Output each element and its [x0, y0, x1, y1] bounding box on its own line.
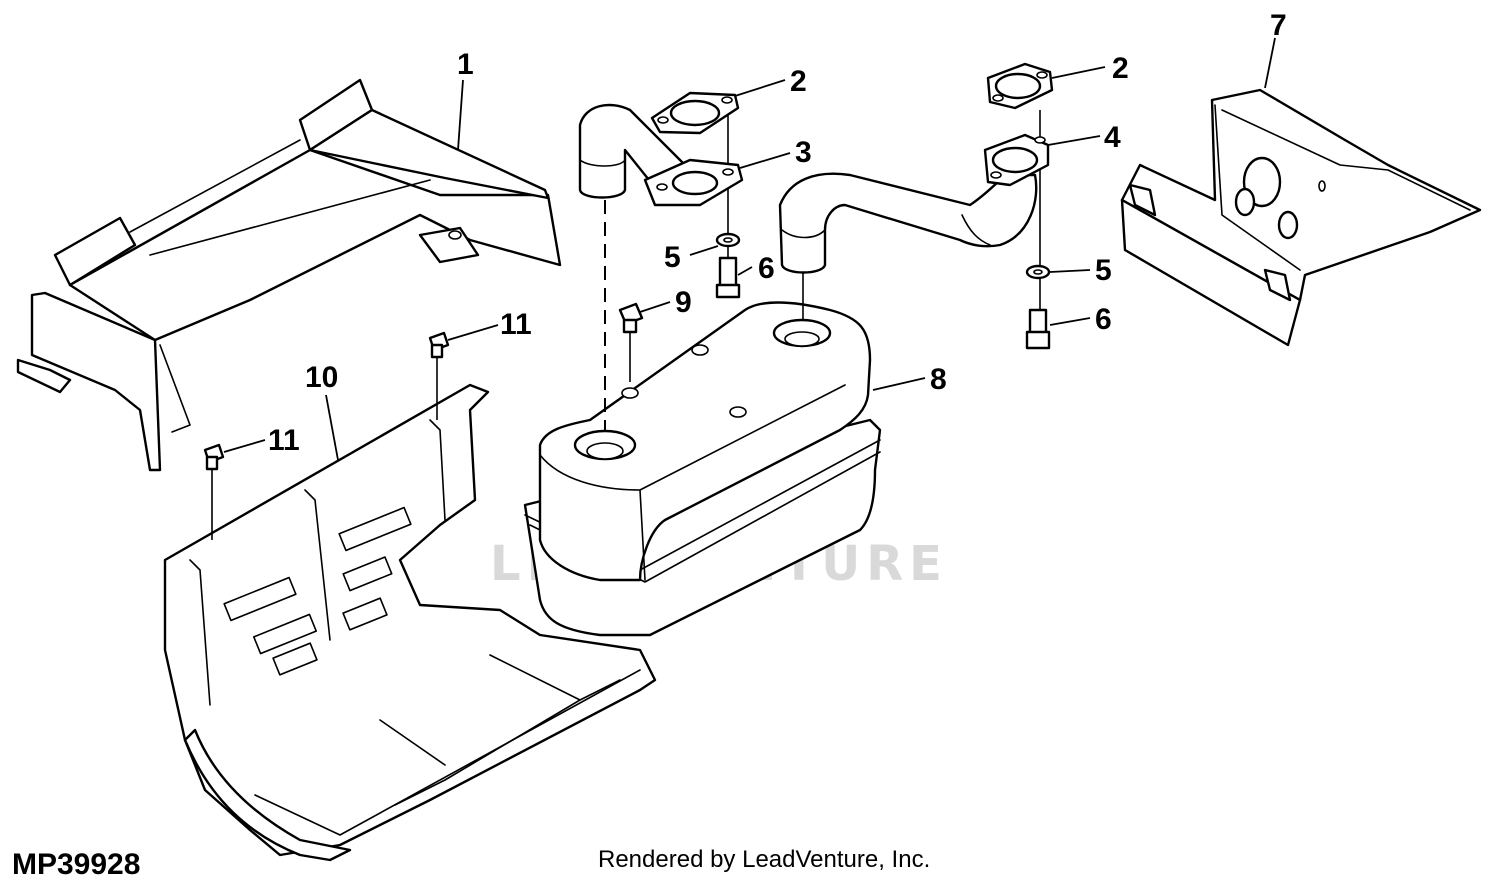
callout-4: 4 — [1104, 121, 1121, 154]
callout-5-right: 5 — [1095, 254, 1112, 287]
callout-labels: 1 2 3 2 4 7 5 6 9 11 5 6 8 10 11 — [268, 9, 1287, 457]
callout-10: 10 — [305, 361, 338, 394]
heat-shield — [16, 78, 562, 472]
callout-2-right: 2 — [1112, 52, 1129, 85]
callout-6-left: 6 — [758, 252, 775, 285]
callout-5-left: 5 — [664, 241, 681, 274]
screw — [428, 331, 450, 359]
bolt — [715, 256, 741, 299]
washer — [715, 232, 741, 248]
callout-11-right: 11 — [500, 308, 532, 341]
screw — [203, 443, 225, 471]
exhaust-pipe-flange — [778, 133, 1050, 274]
callout-1: 1 — [457, 48, 474, 81]
callout-6-right: 6 — [1095, 303, 1112, 336]
credit-line: Rendered by LeadVenture, Inc. — [598, 846, 931, 873]
bolt — [1025, 308, 1051, 350]
side-shield — [1120, 88, 1482, 347]
muffler-guard — [163, 383, 657, 862]
callout-2-left: 2 — [790, 65, 807, 98]
exhaust-pipe-flange — [578, 103, 744, 207]
callout-8: 8 — [930, 363, 947, 396]
figure-id: MP39928 — [12, 848, 141, 881]
leader-lines — [223, 37, 1276, 461]
exhaust-gasket — [650, 91, 740, 135]
muffler — [523, 301, 882, 637]
screw — [618, 302, 644, 334]
callout-9: 9 — [675, 286, 692, 319]
washer — [1025, 264, 1051, 280]
callout-3: 3 — [795, 136, 812, 169]
callout-11-left: 11 — [268, 424, 300, 457]
callout-7: 7 — [1270, 9, 1287, 42]
exhaust-gasket — [986, 62, 1054, 110]
